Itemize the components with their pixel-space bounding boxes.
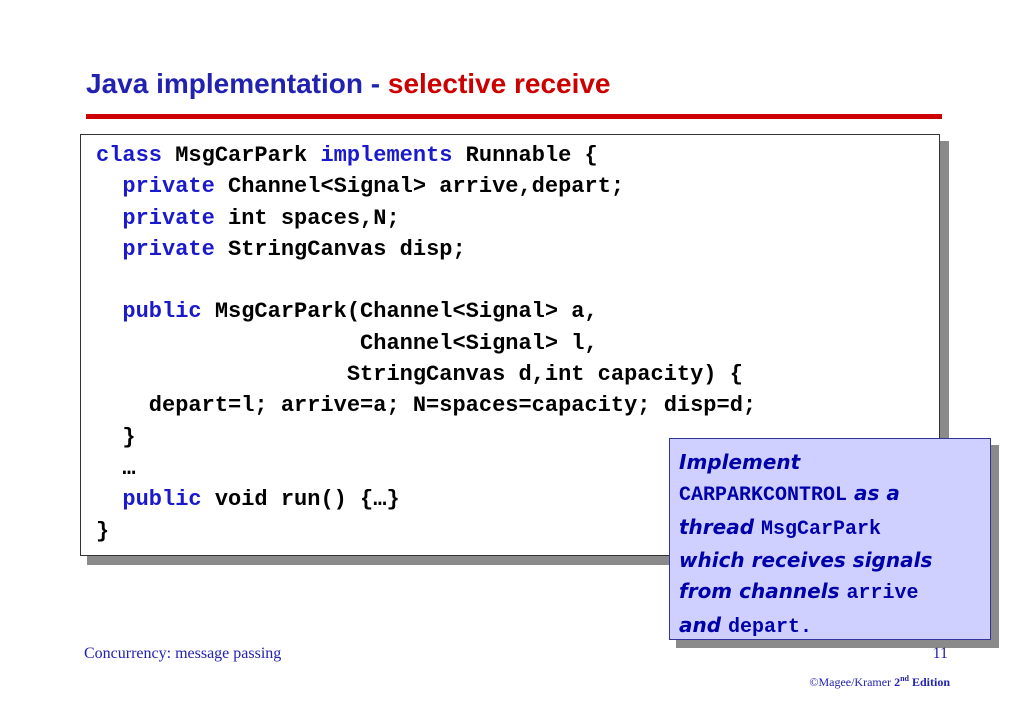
code-text: depart=l; arrive=a; N=spaces=capacity; d…: [96, 393, 757, 419]
callout-line: thread MsgCarPark: [679, 512, 984, 546]
code-text: MsgCarPark: [162, 143, 321, 168]
title-underline-rule: [86, 114, 942, 119]
slide-title: Java implementation - selective receive: [86, 64, 611, 104]
code-line: private StringCanvas disp;: [96, 234, 756, 265]
code-text: [96, 299, 122, 324]
callout-line: and depart.: [679, 610, 984, 644]
copyright-prefix: ©Magee/Kramer: [809, 675, 895, 689]
code-text: …: [96, 455, 136, 481]
code-text: void run() {…}: [201, 487, 400, 513]
code-text: Runnable {: [452, 143, 598, 168]
callout-line: from channels arrive: [679, 576, 984, 610]
code-text: Channel<Signal> l,: [96, 330, 598, 356]
callout-code-term: MsgCarPark: [761, 517, 882, 541]
edition-superscript: nd: [900, 674, 909, 683]
code-line: public MsgCarPark(Channel<Signal> a,: [96, 296, 756, 327]
code-line: depart=l; arrive=a; N=spaces=capacity; d…: [96, 390, 756, 421]
footer-copyright: ©Magee/Kramer 2nd Edition: [760, 674, 950, 690]
code-line: class MsgCarPark implements Runnable {: [96, 140, 756, 171]
callout-code-term: depart.: [728, 615, 813, 639]
code-text: [96, 487, 122, 512]
code-keyword: public: [122, 487, 202, 513]
code-text: }: [96, 424, 136, 450]
edition-word: Edition: [908, 675, 950, 689]
code-line: }: [96, 422, 756, 453]
footer-page-number: 11: [932, 645, 948, 662]
code-text: int spaces,N;: [214, 205, 400, 231]
code-line: }: [96, 516, 756, 547]
callout-code-term: arrive: [846, 582, 919, 606]
code-text: StringCanvas d,int capacity) {: [96, 362, 743, 388]
code-text: Channel<Signal> arrive,depart;: [214, 174, 625, 200]
callout-code-term: CARPARKCONTROL: [679, 483, 848, 507]
code-keyword: implements: [320, 143, 453, 168]
code-line: private Channel<Signal> arrive,depart;: [96, 171, 756, 202]
code-line: StringCanvas d,int capacity) {: [96, 359, 756, 390]
code-keyword: class: [96, 143, 163, 168]
code-text: }: [96, 518, 110, 544]
code-line: private int spaces,N;: [96, 203, 756, 234]
code-keyword: private: [122, 236, 215, 262]
callout-line: CARPARKCONTROL as a: [679, 478, 984, 512]
code-keyword: public: [122, 299, 202, 325]
code-text: [96, 174, 122, 199]
code-keyword: private: [122, 174, 215, 200]
callout-text: from channels: [679, 579, 847, 604]
callout-text: as a: [847, 480, 900, 505]
title-main: Java implementation -: [86, 68, 388, 99]
code-text: MsgCarPark(Channel<Signal> a,: [201, 299, 598, 325]
code-listing: class MsgCarPark implements Runnable { p…: [96, 140, 756, 547]
code-text: [96, 237, 122, 262]
callout-text: and: [679, 612, 729, 637]
code-line: [96, 265, 756, 296]
footer-course-title: Concurrency: message passing: [84, 645, 282, 662]
title-accent: selective receive: [387, 68, 611, 99]
code-line: public void run() {…}: [96, 484, 756, 515]
edition-label: 2nd Edition: [894, 674, 950, 689]
callout-line: which receives signals: [679, 545, 984, 576]
code-text: StringCanvas disp;: [214, 236, 466, 262]
callout-text: thread: [679, 514, 762, 539]
callout-line: Implement: [679, 447, 984, 478]
code-keyword: private: [122, 205, 215, 231]
code-line: Channel<Signal> l,: [96, 328, 756, 359]
code-line: …: [96, 453, 756, 484]
callout-text: which receives signals: [679, 548, 933, 573]
callout-text: Implement: [679, 450, 801, 474]
code-text: [96, 206, 122, 231]
edition-number: 2: [894, 675, 901, 689]
